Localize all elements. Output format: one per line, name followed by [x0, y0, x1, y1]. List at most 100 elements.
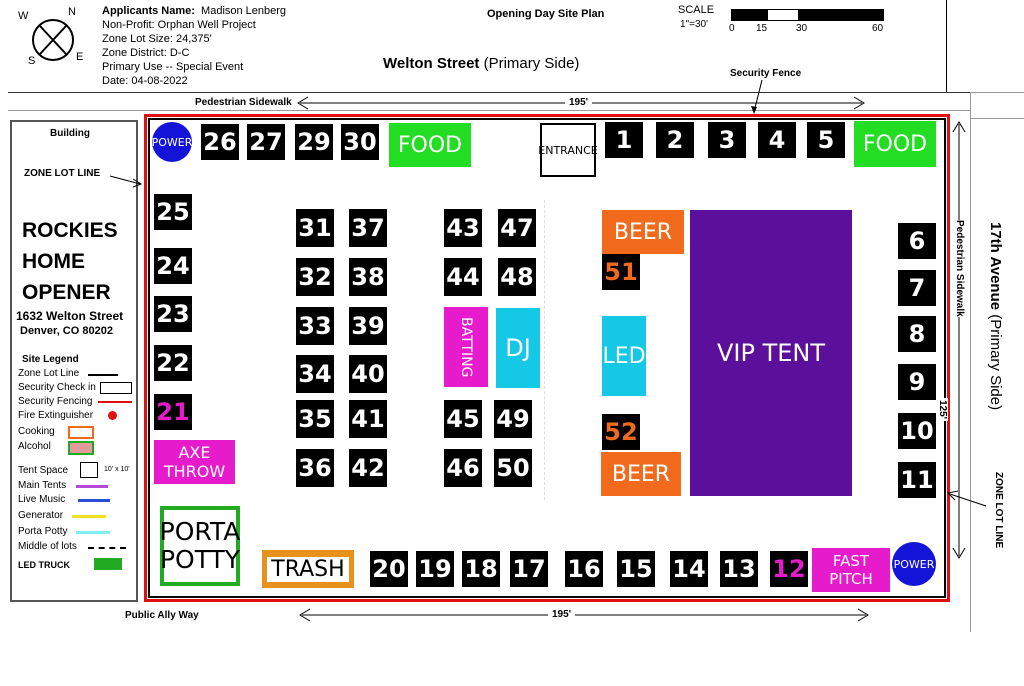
scale-tick-60: 60: [872, 23, 884, 34]
address-line-1: 1632 Welton Street: [16, 309, 124, 323]
bottom-dimension-arrow-icon: [299, 608, 869, 622]
welton-curb-line-2: [8, 110, 970, 111]
tent-49: 49: [494, 400, 532, 438]
legend-middle-lots: Middle of lots: [18, 541, 77, 552]
tent-23: 23: [154, 296, 192, 332]
legend-security-fencing: Security Fencing: [18, 396, 93, 407]
tent-11: 11: [898, 462, 936, 498]
tent-12: 12: [770, 551, 808, 587]
tent-20: 20: [370, 551, 408, 587]
entrance-box: ENTRANCE: [538, 123, 598, 177]
tent-19: 19: [416, 551, 454, 587]
event-title-3: OPENER: [22, 281, 111, 304]
scale-tick-0: 0: [729, 23, 735, 34]
tent-47: 47: [498, 209, 536, 247]
tent-5: 5: [807, 122, 845, 158]
alley-label: Public Ally Way: [125, 610, 199, 621]
legend-porta-potty-swatch: [76, 531, 110, 534]
legend-tent-space-swatch: [80, 462, 98, 478]
tent-6: 6: [898, 223, 936, 259]
ped-sidewalk-right-label: Pedestrian Sidewalk: [954, 220, 965, 317]
tent-26: 26: [201, 124, 239, 160]
scale-value: 1"=30': [680, 19, 708, 30]
tent-39: 39: [349, 307, 387, 345]
tent-35: 35: [296, 400, 334, 438]
right-dimension-label: 125': [937, 398, 948, 422]
trash-area: TRASH: [262, 550, 354, 588]
tent-10: 10: [898, 413, 936, 449]
legend-security-check-swatch: [100, 382, 132, 394]
welton-curb-line: [8, 92, 946, 93]
tent-29: 29: [295, 124, 333, 160]
building-label: Building: [50, 128, 90, 139]
bottom-dimension-label: 195': [548, 609, 576, 620]
avenue-label: 17th Avenue (Primary Side): [987, 222, 1004, 411]
tent-40: 40: [349, 355, 387, 393]
tent-15: 15: [617, 551, 655, 587]
tent-21: 21: [154, 394, 192, 430]
tent-36: 36: [296, 449, 334, 487]
zone-lot-line-left-label: ZONE LOT LINE: [24, 168, 101, 179]
tent-51: 51: [602, 254, 640, 290]
compass-e: E: [76, 51, 84, 63]
district-text: Zone District: D-C: [102, 47, 190, 59]
zone-lot-line-left-arrow-icon: [109, 175, 143, 188]
tent-37: 37: [349, 209, 387, 247]
address-line-2: Denver, CO 80202: [20, 325, 113, 337]
tent-30: 30: [341, 124, 379, 160]
batting-area: BATTING: [444, 307, 488, 387]
tent-34: 34: [296, 355, 334, 393]
scale-tick-30: 30: [796, 23, 808, 34]
tent-16: 16: [565, 551, 603, 587]
legend-live-music-swatch: [78, 499, 110, 502]
tent-4: 4: [758, 122, 796, 158]
tent-9: 9: [898, 364, 936, 400]
applicant-info: Applicants Name: Madison Lenberg Non-Pro…: [102, 4, 286, 88]
tent-1: 1: [605, 122, 643, 158]
legend-live-music: Live Music: [18, 494, 66, 505]
tent-18: 18: [462, 551, 500, 587]
event-title-2: HOME: [22, 250, 85, 273]
tent-50: 50: [494, 449, 532, 487]
top-dimension-label: 195': [565, 97, 593, 108]
tent-33: 33: [296, 307, 334, 345]
compass-rose-icon: [32, 19, 74, 61]
avenue-line-3: [970, 118, 1024, 119]
vip-tent: VIP TENT: [690, 210, 852, 496]
tent-52: 52: [602, 414, 640, 450]
tent-38: 38: [349, 258, 387, 296]
applicant-label: Applicants Name:: [102, 5, 195, 17]
scale-label: SCALE: [678, 4, 715, 16]
led-truck: LED: [602, 316, 646, 396]
compass-s: S: [28, 55, 36, 67]
legend-security-fencing-swatch: [98, 401, 132, 403]
fire-extinguisher-icon: [108, 411, 117, 420]
scale-tick-15: 15: [756, 23, 768, 34]
legend-main-tents: Main Tents: [18, 480, 67, 491]
axe-throw-area: AXE THROW: [154, 440, 235, 484]
legend-led-truck: LED TRUCK: [18, 560, 70, 570]
beer-tent: BEER: [602, 210, 684, 254]
zone-lot-line-right-label: ZONE LOT LINE: [993, 472, 1004, 549]
legend-zone-lot-line: Zone Lot Line: [18, 368, 80, 379]
tent-46: 46: [444, 449, 482, 487]
welton-street-label: Welton Street (Primary Side): [383, 55, 580, 72]
tent-42: 42: [349, 449, 387, 487]
tent-22: 22: [154, 345, 192, 381]
legend-security-check: Security Check in: [18, 382, 96, 393]
beer-tent: BEER: [601, 452, 681, 496]
plan-title: Opening Day Site Plan: [487, 8, 605, 20]
legend-title: Site Legend: [22, 354, 79, 365]
security-fence: [144, 114, 950, 602]
applicant-name: Madison Lenberg: [201, 5, 287, 17]
legend-main-tents-swatch: [76, 485, 108, 488]
lot-size-text: Zone Lot Size: 24,375': [102, 33, 212, 45]
tent-13: 13: [720, 551, 758, 587]
legend-alcohol: Alcohol: [18, 441, 51, 452]
food-tent: FOOD: [854, 121, 936, 167]
compass-n: N: [68, 6, 76, 18]
tent-14: 14: [670, 551, 708, 587]
fast-pitch-area: FAST PITCH: [812, 548, 890, 592]
date-text: Date: 04-08-2022: [102, 75, 188, 87]
tent-8: 8: [898, 316, 936, 352]
